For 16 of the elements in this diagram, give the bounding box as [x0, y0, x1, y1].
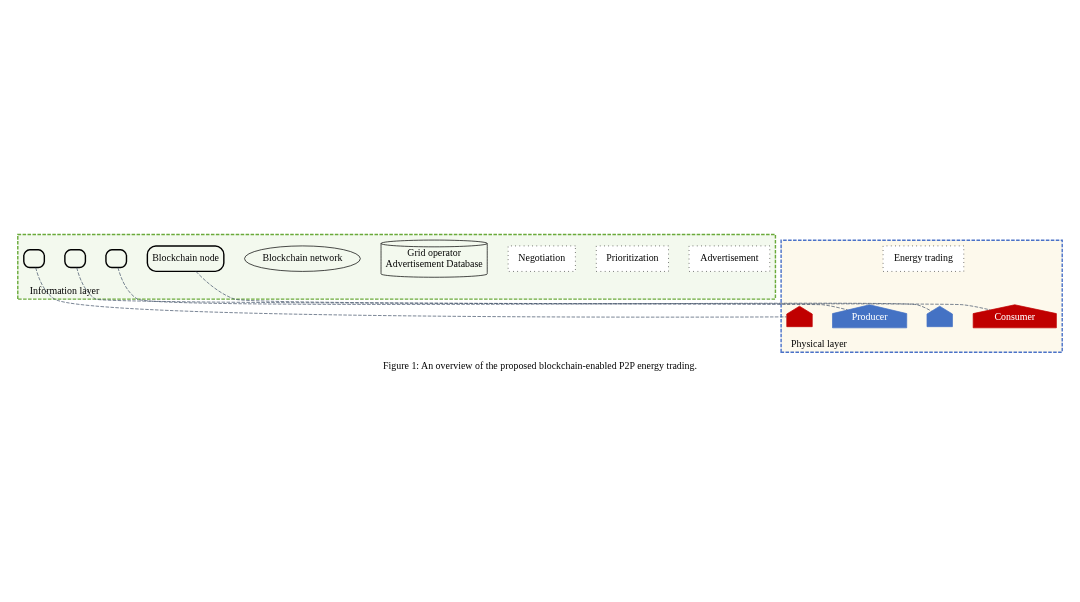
node-box: Energy trading [882, 245, 965, 272]
connector [76, 266, 848, 310]
node-box [23, 248, 46, 268]
connector [195, 270, 991, 310]
node-house [786, 305, 813, 327]
caption: Figure 1: An overview of the proposed blockchain-enabled P2P energy trading. [383, 359, 697, 371]
node-box: Advertisement [688, 245, 771, 272]
node-box [64, 248, 87, 268]
connector [117, 266, 932, 312]
node-box: Negotiation [507, 245, 576, 272]
node-box: Blockchain node [146, 244, 225, 272]
node-box: Prioritization [595, 245, 669, 272]
node-house [926, 305, 953, 327]
node-box [105, 248, 128, 268]
node-ellipse: Blockchain network [244, 245, 361, 272]
connector [35, 266, 787, 317]
